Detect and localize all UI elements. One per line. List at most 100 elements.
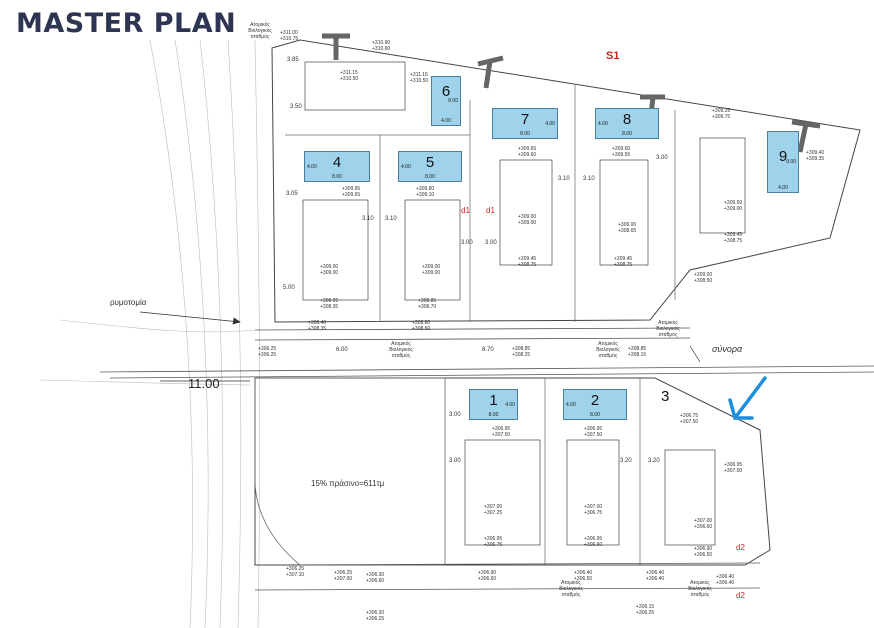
pool-dimension: 4.00 [307,163,317,170]
pool-4: 4 8.00 4.00 [304,151,370,182]
pool-dimension: 8.00 [590,412,600,418]
level-marker: +309.45 +308.75 [724,232,743,244]
level-marker: +309.00 +308.50 [694,272,713,284]
d1-label: d1 [486,206,495,215]
level-marker: +306.95 +306.75 [484,536,503,548]
bio-station-label: Ατομικός Βιολογικός σταθμός [559,580,583,598]
level-marker: +309.65 +309.60 [518,146,537,158]
pool-9: 9 4.00 8.00 [767,131,799,193]
level-marker: +307.00 +306.75 [584,504,603,516]
pool-dimension: 4.00 [598,120,608,127]
level-marker: +308.60 +308.50 [412,320,431,332]
bio-station-label: Ατομικός Βιολογικός σταθμός [248,22,272,40]
dimension-label: 3.00 [485,240,497,246]
level-marker: +306.25 +307.00 [334,570,353,582]
pool-6: 6 4.00 8.00 [431,76,461,126]
level-marker: +306.95 +307.50 [584,426,603,438]
pool-number: 4 [332,154,342,171]
level-marker: +309.25 +309.75 [712,108,731,120]
rymotomia-label: ρυμοτομία [110,298,147,307]
dimension-label: 3.10 [558,176,570,182]
bio-station-label: Ατομικός Βιολογικός σταθμός [688,580,712,598]
pool-dimension: 8.00 [425,174,435,180]
pool-dimension: 4.00 [778,185,788,191]
level-marker: +309.50 +309.00 [724,200,743,212]
level-marker: +308.85 +308.15 [628,346,647,358]
synora-label: σύνορα [712,344,743,354]
plot-number-3: 3 [661,388,670,405]
level-marker: +308.85 +308.25 [512,346,531,358]
dimension-label: 3.00 [461,240,473,246]
dimension-label: 8.70 [482,347,494,353]
green-area-label: 15% πράσινο=611τμ [311,479,385,488]
d2-label: d2 [736,543,745,552]
dimension-label: 3.50 [290,104,302,110]
d2-label: d2 [736,591,745,600]
level-marker: +306.40 +306.40 [716,574,735,586]
level-marker: +306.75 +307.50 [680,413,699,425]
dimension-label: 3.20 [620,458,632,464]
level-marker: +306.15 +306.25 [636,604,655,616]
pool-dimension: 4.00 [401,163,411,170]
pool-number: 1 [489,392,498,409]
level-marker: +306.25 +307.10 [286,566,305,578]
pool-dimension: 8.00 [622,131,632,137]
dimension-label: 6.00 [336,347,348,353]
level-marker: +306.90 +306.60 [478,570,497,582]
level-marker: +306.30 +306.60 [366,572,385,584]
contour-lines [39,39,260,628]
pool-dimension: 4.00 [505,401,515,408]
pool-1: 1 8.00 4.00 [469,389,518,420]
pool-8: 8 8.00 4.00 [595,108,659,139]
pool-dimension: 4.00 [566,401,576,408]
level-marker: +311.15 +310.50 [340,70,359,82]
pool-number: 5 [425,154,435,171]
bio-station-label: Ατομικός Βιολογικός σταθμός [389,341,413,359]
level-marker: +306.95 +306.60 [584,536,603,548]
pool-number: 6 [441,83,451,100]
house-footprints [302,61,746,546]
level-marker: +306.20 +306.25 [366,610,385,622]
level-marker: +309.80 +309.10 [416,186,435,198]
level-marker: +306.40 +306.40 [646,570,665,582]
level-marker: +311.00 +310.75 [280,30,299,42]
d1-label: d1 [461,206,470,215]
level-marker: +310.90 +310.60 [372,40,391,52]
pool-dimension: 8.00 [488,412,499,418]
road-lines [99,327,874,591]
level-marker: +309.45 +308.75 [614,256,633,268]
pool-dimension: 8.00 [332,174,342,180]
pool-dimension: 8.00 [520,131,530,137]
level-marker: +308.85 +308.70 [418,298,437,310]
pool-number: 7 [520,111,530,128]
dimension-label: 3.20 [648,458,660,464]
lower-plot-boundary [254,377,771,566]
pool-number: 2 [590,392,600,409]
dimension-label: 5.00 [283,285,295,291]
direction-arrow-icon [728,376,767,420]
pool-2: 2 8.00 4.00 [563,389,627,420]
level-marker: +307.00 +306.60 [694,518,713,530]
level-marker: +309.00 +309.00 [320,264,339,276]
page-title: MASTER PLAN [16,8,237,39]
dimension-label: 3.05 [286,191,298,197]
level-marker: +311.15 +310.50 [410,72,429,84]
level-marker: +306.95 +307.50 [492,426,511,438]
level-marker: +306.25 +306.25 [258,346,277,358]
dimension-label: 3.00 [449,458,461,464]
level-marker: +308.40 +308.35 [308,320,327,332]
green-area-boundary [254,377,446,566]
pool-number: 8 [622,111,632,128]
level-marker: +309.00 +309.00 [422,264,441,276]
pool-number: 9 [778,148,788,165]
pool-dimension: 8.00 [786,159,796,165]
dimension-label: 3.10 [362,216,374,222]
dimension-label: 3.00 [656,155,668,161]
pool-dimension: 4.00 [545,120,555,127]
dimension-label: 3.85 [287,57,299,63]
dimension-label: 3.10 [583,176,595,182]
pool-dimension: 8.00 [448,98,458,104]
level-marker: +306.40 +306.50 [574,570,593,582]
dimension-label: 3.00 [449,412,461,418]
